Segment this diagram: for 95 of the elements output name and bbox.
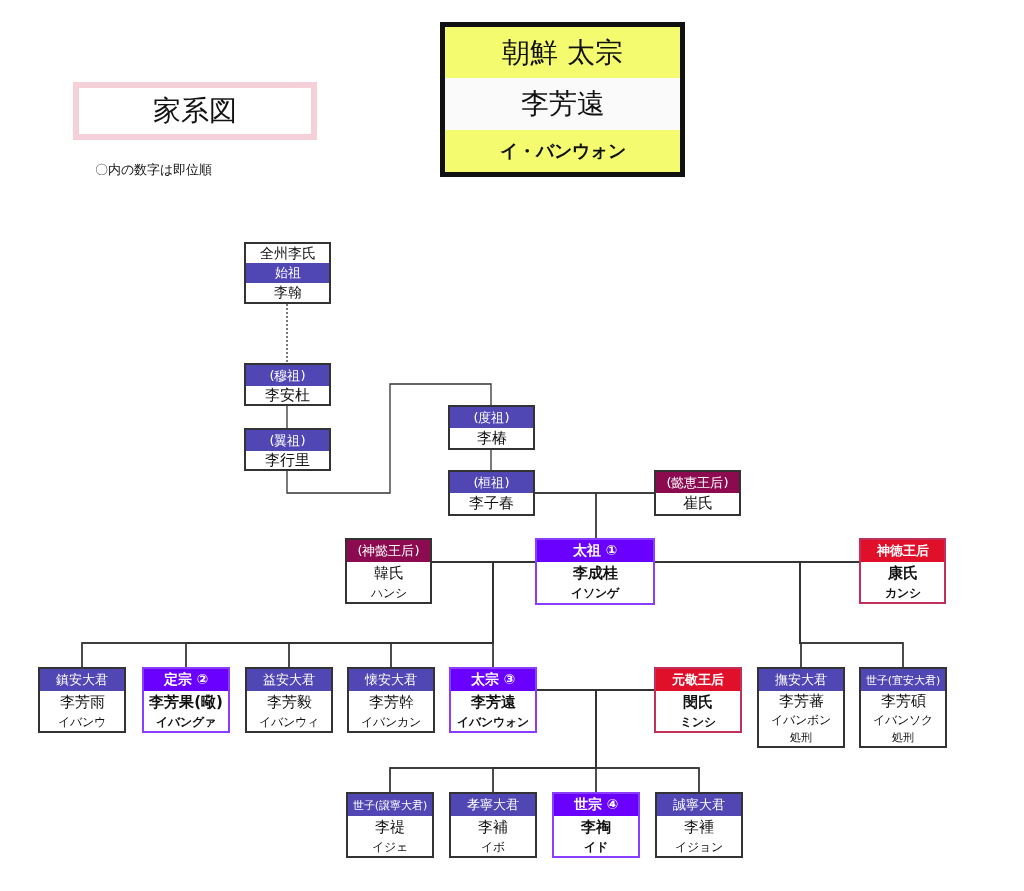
- title-label: (懿恵王后): [656, 472, 739, 493]
- family-line: [286, 405, 288, 429]
- title-label: 誠寧大君: [657, 794, 741, 816]
- person-box: [654, 667, 742, 733]
- name-label: 李芳遠: [469, 691, 517, 713]
- name-label: 李翰: [272, 283, 303, 302]
- person-box: [244, 428, 331, 471]
- family-line: [799, 561, 904, 668]
- name-label: 韓氏: [372, 562, 405, 584]
- reading-label: イボ: [480, 838, 506, 856]
- title-label: 撫安大君: [759, 669, 843, 691]
- person-box: [535, 538, 655, 605]
- name-label: 李成桂: [571, 562, 619, 584]
- name-label: 李椿: [475, 428, 508, 448]
- title-label: 元敬王后: [656, 669, 740, 691]
- title-label: (桓祖): [450, 472, 533, 493]
- family-line: [286, 383, 492, 494]
- name-label: 李禔: [374, 816, 406, 838]
- name-label: 康氏: [886, 562, 919, 584]
- title: 家系図: [73, 82, 317, 140]
- reading-label: イジョン: [674, 838, 724, 856]
- family-line: [595, 492, 655, 539]
- title-label: 世子(宜安大君): [861, 669, 945, 691]
- title-label: 鎮安大君: [40, 669, 124, 691]
- reading-label: イバンウ: [57, 713, 107, 731]
- person-box: [654, 470, 741, 516]
- reading-label: ハンシ: [369, 584, 408, 602]
- name-label: 李安杜: [264, 386, 311, 405]
- family-line: [490, 449, 492, 471]
- name-label: 李褈: [683, 816, 715, 838]
- name-label: 李芳雨: [58, 691, 106, 713]
- family-box: [244, 242, 331, 304]
- title-label: 太祖 ①: [537, 540, 653, 562]
- family-line: [492, 561, 536, 668]
- note-label: 処刑: [789, 730, 813, 746]
- title-label: 定宗 ②: [144, 669, 228, 691]
- name-label: 李芳蕃: [777, 691, 825, 713]
- person-box: [859, 667, 947, 748]
- person-box: [449, 667, 537, 733]
- reading-label: イバンウォン: [456, 713, 530, 731]
- family-line: [595, 689, 700, 793]
- person-box: [448, 405, 535, 450]
- name-label: 李芳遠: [445, 78, 680, 130]
- reading-label: イバンウィ: [258, 713, 320, 731]
- dynasty-label: 朝鮮 太宗: [501, 34, 624, 71]
- note-label: 処刑: [891, 730, 915, 746]
- note: 〇内の数字は即位順: [95, 161, 212, 179]
- name-label: 李芳幹: [367, 691, 415, 713]
- title-label: (神懿王后): [347, 540, 430, 562]
- title-label: 孝寧大君: [451, 794, 535, 816]
- name-label: 李芳果(曔): [148, 691, 224, 713]
- title-label: 益安大君: [247, 669, 331, 691]
- reading-label: イソンゲ: [570, 585, 621, 603]
- person-box: [142, 667, 230, 733]
- name-label: 李補: [477, 816, 509, 838]
- person-box: [757, 667, 845, 748]
- title-label: 世宗 ④: [554, 794, 638, 816]
- title-label: 懐安大君: [349, 669, 433, 691]
- reading-label: イド: [583, 838, 609, 856]
- person-box: [347, 667, 435, 733]
- name-label: 李行里: [264, 451, 311, 470]
- reading-label: イバンボン: [770, 712, 832, 730]
- title-label: 太宗 ③: [451, 669, 535, 691]
- name-label: 閔氏: [682, 691, 714, 713]
- reading-label: ミンシ: [679, 713, 717, 731]
- person-box: [38, 667, 126, 733]
- person-box: [346, 792, 434, 858]
- reading-label: イバングァ: [155, 713, 217, 731]
- person-box: [552, 792, 640, 858]
- person-box: [655, 792, 743, 858]
- clan-label: 全州李氏: [258, 244, 317, 263]
- name-label: 崔氏: [681, 493, 714, 514]
- person-box: [345, 538, 432, 604]
- reading-label: イ・バンウォン: [498, 138, 627, 163]
- person-box: [244, 363, 331, 406]
- name-label: 李芳毅: [265, 691, 313, 713]
- name-label: 李子春: [468, 493, 515, 514]
- person-box: [448, 470, 535, 516]
- reading-label: イジェ: [371, 838, 409, 856]
- title-label: (翼祖): [246, 430, 329, 451]
- person-box: [859, 538, 946, 604]
- name-label: 李祹: [580, 816, 612, 838]
- title-banner: [440, 22, 685, 177]
- title-label: (度祖): [450, 407, 533, 428]
- reading-label: イバンソク: [872, 712, 934, 730]
- name-label: 李芳碩: [879, 691, 927, 713]
- reading-label: カンシ: [883, 584, 922, 602]
- title-label: 始祖: [246, 263, 329, 283]
- title-label: 神徳王后: [861, 540, 944, 562]
- title-label: 世子(譲寧大君): [348, 794, 432, 816]
- person-box: [449, 792, 537, 858]
- dotted-line: [286, 303, 288, 364]
- title-label: (穆祖): [246, 365, 329, 386]
- person-box: [245, 667, 333, 733]
- reading-label: イバンカン: [360, 713, 422, 731]
